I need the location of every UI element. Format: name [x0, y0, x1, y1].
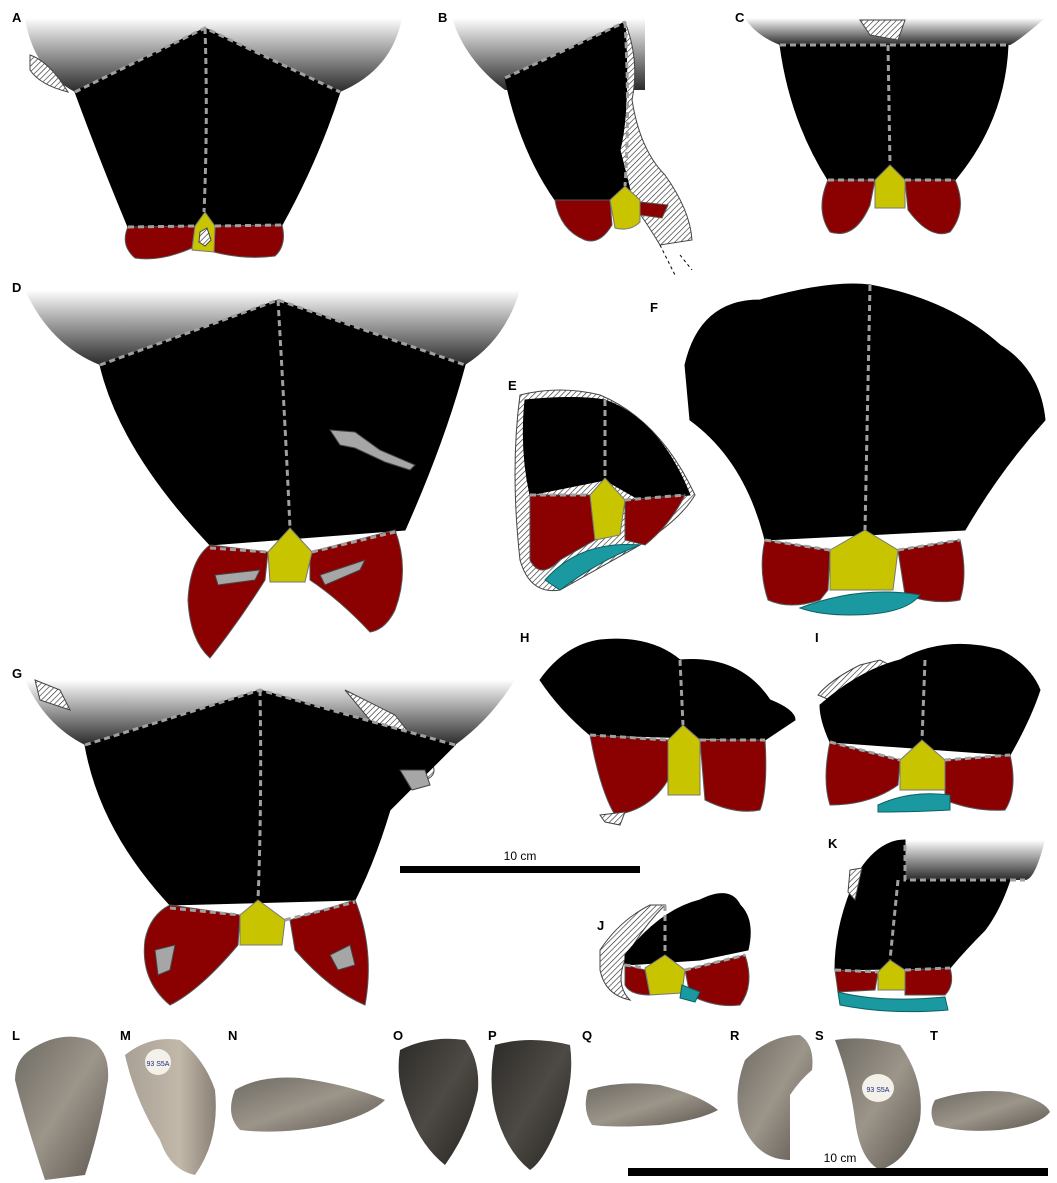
label-e: E [508, 378, 517, 393]
panel-b [452, 18, 692, 275]
panel-e [515, 390, 695, 591]
label-s: S [815, 1028, 824, 1043]
label-i: I [815, 630, 819, 645]
photo-n [231, 1078, 385, 1132]
panel-c [745, 18, 1045, 234]
label-p: P [488, 1028, 497, 1043]
specimen-label-m: 93 S5A [147, 1061, 170, 1068]
label-d: D [12, 280, 21, 295]
photographs-scale-label: 10 cm [824, 1151, 857, 1165]
panel-h [540, 639, 795, 825]
label-t: T [930, 1028, 938, 1043]
drawings-scale-bar [400, 866, 640, 873]
photographs-scale: 10 cm [628, 1151, 1048, 1176]
panel-i [818, 644, 1040, 812]
label-b: B [438, 10, 447, 25]
label-l: L [12, 1028, 20, 1043]
label-k: K [828, 836, 838, 851]
photo-p [492, 1040, 572, 1170]
label-c: C [735, 10, 745, 25]
panel-d [25, 290, 520, 658]
drawings-scale-label: 10 cm [504, 849, 537, 863]
label-a: A [12, 10, 22, 25]
panel-a [25, 18, 402, 259]
label-m: M [120, 1028, 131, 1043]
drawings-scale: 10 cm [400, 849, 640, 873]
photo-r [738, 1035, 813, 1160]
photo-l [15, 1037, 108, 1180]
panel-f [685, 284, 1045, 615]
label-h: H [520, 630, 529, 645]
label-n: N [228, 1028, 237, 1043]
photo-t [932, 1091, 1051, 1131]
photo-q [586, 1083, 718, 1126]
panel-k [835, 840, 1045, 1012]
photo-o [399, 1039, 479, 1165]
label-j: J [597, 918, 604, 933]
photo-m: 93 S5A [125, 1039, 216, 1175]
label-g: G [12, 666, 22, 681]
panel-g [25, 680, 515, 1005]
panel-j [600, 894, 750, 1006]
label-r: R [730, 1028, 740, 1043]
photographs-scale-bar [628, 1168, 1048, 1176]
label-o: O [393, 1028, 403, 1043]
label-f: F [650, 300, 658, 315]
specimen-label-s: 93 S5A [867, 1087, 890, 1094]
label-q: Q [582, 1028, 592, 1043]
